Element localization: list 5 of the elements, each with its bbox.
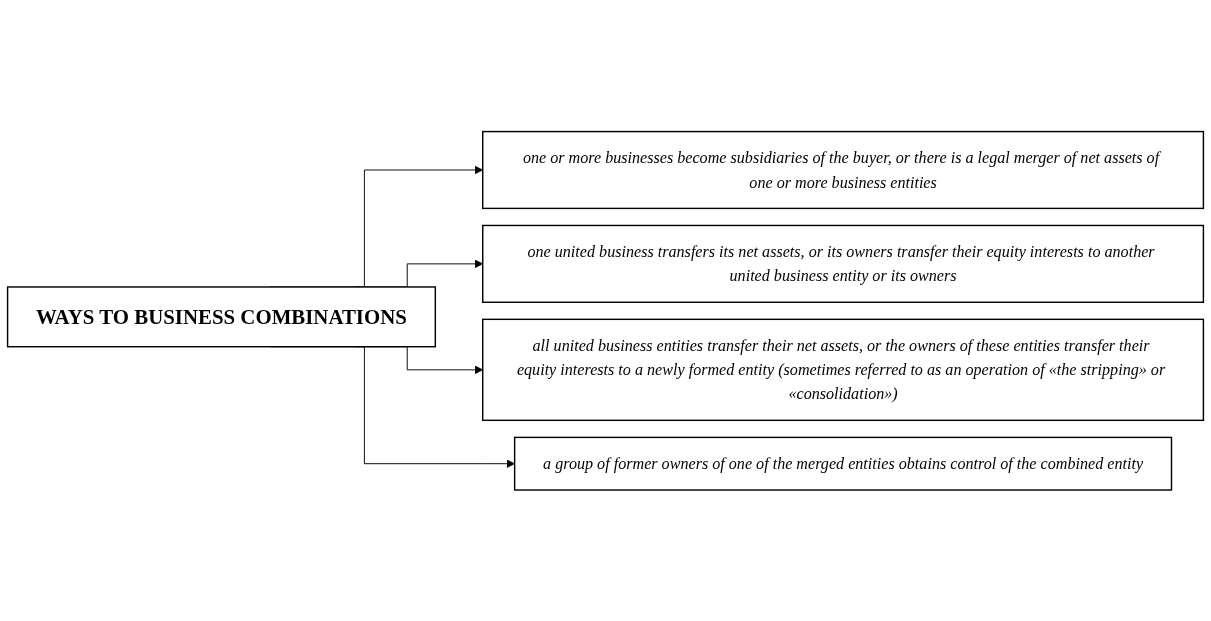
node-box: a group of former owners of one of the merged entities obtains control of the combined entity <box>513 436 1173 491</box>
node-box: one or more businesses become subsidiaries of the buyer, or there is a legal merger of net assets of one or more business entities <box>482 130 1205 209</box>
node-box: all united business entities transfer their net assets, or the owners of these entities transfer their equity interests to a newly formed entity (sometimes referred to as an operation of «the stripping» or «consolidation») <box>482 318 1205 421</box>
node-box: one united business transfers its net assets, or its owners transfer their equity interests to another united business entity or its owners <box>482 224 1205 303</box>
node-box: WAYS TO BUSINESS COMBINATIONS <box>6 285 437 348</box>
